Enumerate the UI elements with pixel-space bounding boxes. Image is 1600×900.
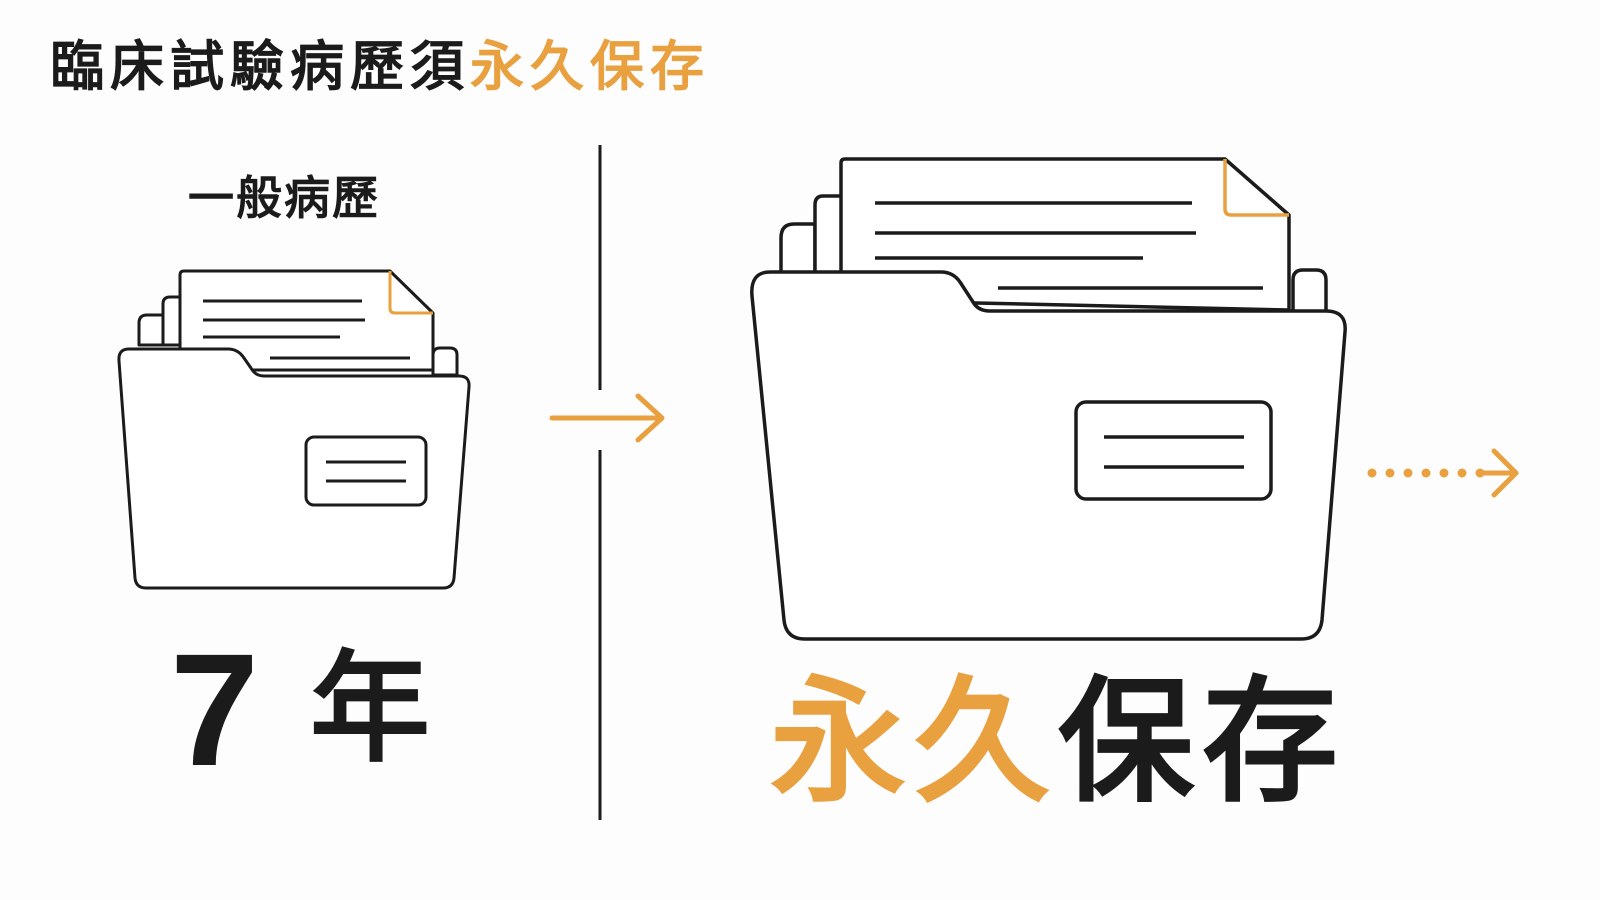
small-folder-icon xyxy=(117,269,471,590)
large-folder-icon xyxy=(750,157,1347,641)
back-paper-icon xyxy=(431,346,459,377)
left-label: 一般病歷 xyxy=(188,171,380,225)
back-paper-icon xyxy=(1291,268,1328,314)
retention-years-number: 7 xyxy=(170,620,259,799)
permanent-retention-label: 永久保存 xyxy=(770,675,1346,811)
retention-years-unit: 年 xyxy=(310,640,430,779)
document-icon xyxy=(839,157,1291,312)
title-accent: 永久保存 xyxy=(470,35,710,98)
arrow-right-icon xyxy=(549,393,665,443)
permanent-accent: 永久 xyxy=(770,664,1058,822)
title-main: 臨床試驗病歷須 xyxy=(50,35,470,98)
back-paper-icon xyxy=(779,222,817,282)
page-title: 臨床試驗病歷須永久保存 xyxy=(50,40,710,94)
permanent-rest: 保存 xyxy=(1058,664,1346,822)
dotted-arrow-right-icon xyxy=(1367,448,1519,498)
back-paper-icon xyxy=(813,194,847,277)
document-icon xyxy=(178,269,435,372)
back-paper-icon xyxy=(137,313,167,347)
